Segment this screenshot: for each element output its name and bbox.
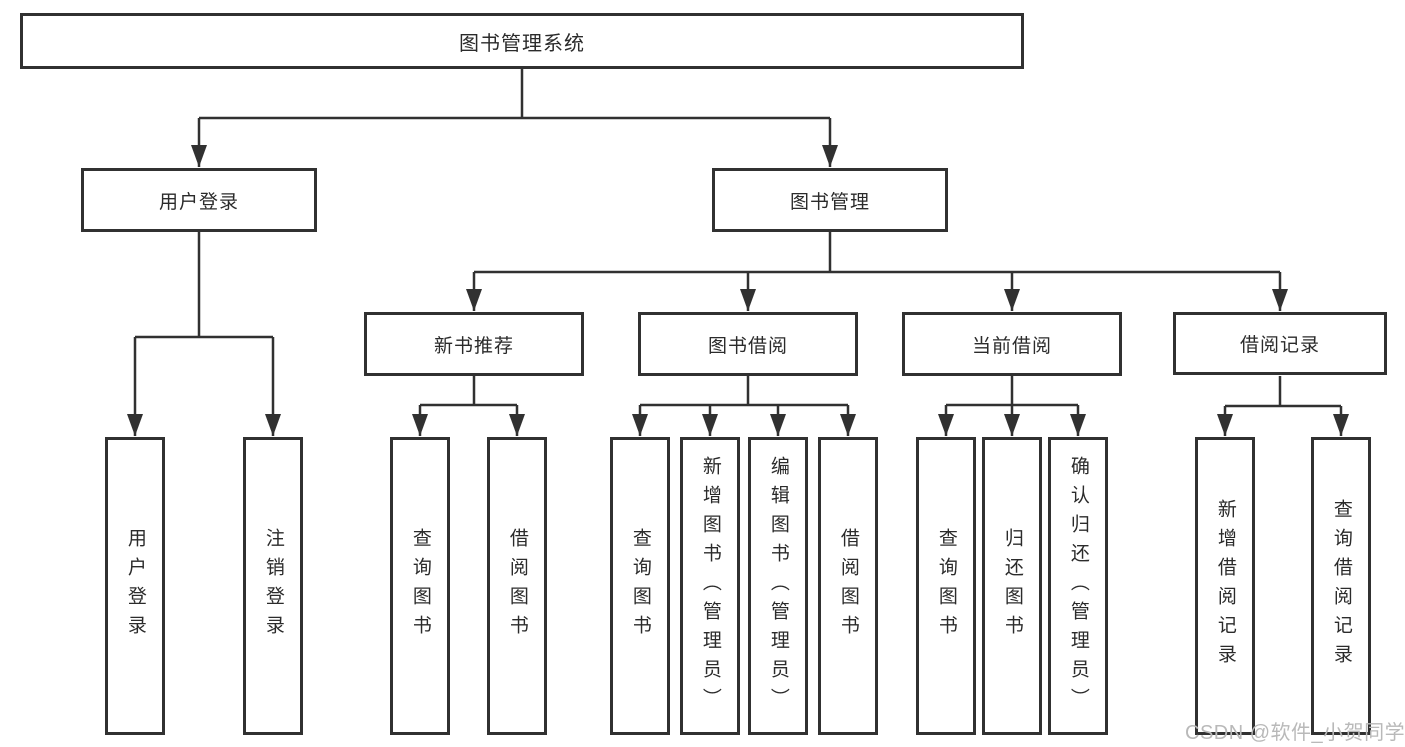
node-borrowing-records: 借阅记录 — [1173, 312, 1387, 375]
leaf-records-query-borrow-record: 查询借阅记录 — [1311, 437, 1371, 735]
node-new-book-recommend: 新书推荐 — [364, 312, 584, 376]
leaf-current-return-books: 归还图书 — [982, 437, 1042, 735]
node-book-borrowing: 图书借阅 — [638, 312, 858, 376]
node-user-login: 用户登录 — [81, 168, 317, 232]
leaf-records-add-borrow-record: 新增借阅记录 — [1195, 437, 1255, 735]
node-book-management-system: 图书管理系统 — [20, 13, 1024, 69]
leaf-borrow-borrow-books: 借阅图书 — [818, 437, 878, 735]
leaf-borrow-query-books: 查询图书 — [610, 437, 670, 735]
node-book-management: 图书管理 — [712, 168, 948, 232]
leaf-current-query-books: 查询图书 — [916, 437, 976, 735]
csdn-watermark: CSDN @软件_小贺同学 — [1185, 722, 1405, 744]
leaf-current-confirm-return-admin: 确认归还（管理员） — [1048, 437, 1108, 735]
leaf-newbook-borrow-books: 借阅图书 — [487, 437, 547, 735]
leaf-logout: 注销登录 — [243, 437, 303, 735]
leaf-borrow-edit-books-admin: 编辑图书（管理员） — [748, 437, 808, 735]
leaf-borrow-add-books-admin: 新增图书（管理员） — [680, 437, 740, 735]
leaf-newbook-query-books: 查询图书 — [390, 437, 450, 735]
leaf-user-login: 用户登录 — [105, 437, 165, 735]
node-current-borrowing: 当前借阅 — [902, 312, 1122, 376]
